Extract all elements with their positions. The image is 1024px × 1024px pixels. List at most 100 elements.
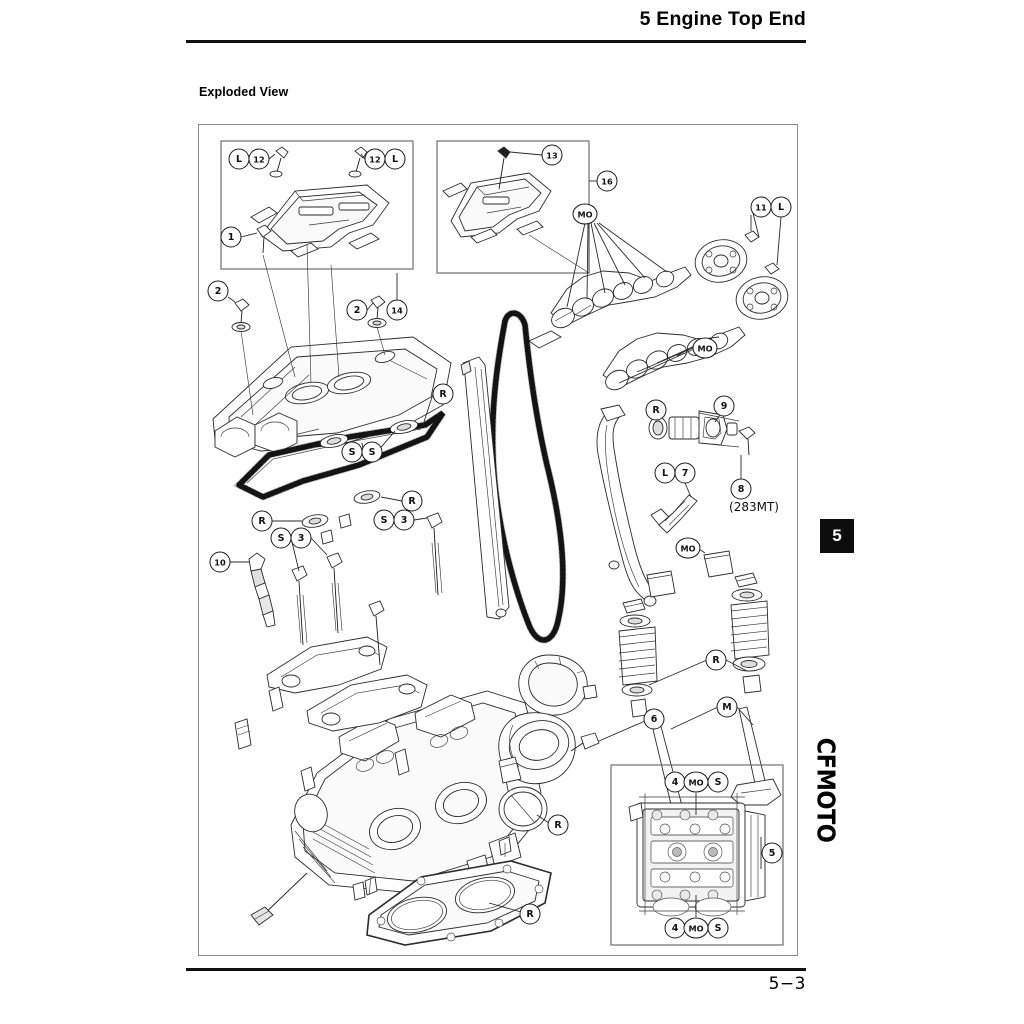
callout-label: M [722, 702, 731, 713]
figure-canvas: (283MT) L 12 12 L 1 2 2 14 13 16 11 L MO… [199, 125, 797, 955]
callout-R-c: R [251, 510, 273, 532]
tensioner-bolt-group [650, 482, 698, 534]
head-bolts-group [290, 512, 443, 666]
callout-MO-c: MO [675, 537, 701, 559]
callout-8: 8 [730, 478, 752, 500]
callout-label: R [712, 655, 720, 666]
valve-cover-gasket-group [233, 393, 446, 545]
callout-MO-bot: MO [683, 917, 709, 939]
callout-R-a: R [432, 383, 454, 405]
callout-R-e: R [705, 649, 727, 671]
callout-label: R [258, 516, 266, 527]
callout-label: 12 [253, 155, 264, 165]
callout-label: L [236, 154, 242, 165]
callout-label: MO [688, 924, 703, 934]
callout-R-g: R [519, 903, 541, 925]
callout-11: 11 [750, 196, 772, 218]
callout-label: S [381, 515, 388, 526]
callout-label: R [439, 389, 447, 400]
callout-L-2: L [384, 148, 406, 170]
detail-box-cam-chain-guide-group [436, 140, 597, 274]
callout-R-d: R [645, 399, 667, 421]
callout-S-ss1: S [341, 441, 363, 463]
page-header: 5 Engine Top End [186, 8, 806, 48]
callout-12-1: 12 [248, 148, 270, 170]
callout-label: L [392, 154, 398, 165]
callout-label: 13 [546, 151, 558, 161]
callout-label: 12 [369, 155, 380, 165]
callout-label: 6 [651, 714, 658, 725]
callout-label: MO [680, 544, 695, 554]
brand-logo: CFMOTO [806, 700, 846, 880]
callout-MO-a: MO [572, 203, 598, 225]
head-gasket-group [364, 836, 552, 946]
callout-label: R [408, 496, 416, 507]
callout-balloons: L 12 12 L 1 2 2 14 13 16 11 L MO MO R S … [207, 144, 792, 939]
callout-label: 14 [391, 306, 403, 316]
callout-5: 5 [761, 842, 783, 864]
callout-label: S [715, 777, 722, 788]
callout-10: 10 [209, 551, 231, 573]
valve-cover-group [212, 224, 452, 458]
callout-label: R [554, 820, 562, 831]
callout-9: 9 [713, 395, 735, 417]
callout-label: S [278, 533, 285, 544]
callout-label: MO [697, 344, 712, 354]
page-number: 5−3 [768, 974, 806, 994]
callout-6: 6 [643, 708, 665, 730]
chain-tensioner-guide-group [596, 404, 658, 607]
callout-label: 4 [672, 777, 679, 788]
callout-label: 10 [214, 558, 226, 568]
callout-S-ss2: S [361, 441, 383, 463]
callout-label: 3 [298, 533, 305, 544]
callout-label: MO [688, 778, 703, 788]
section-title: Exploded View [199, 85, 289, 99]
callout-label: MO [577, 210, 592, 220]
spark-plug-group [230, 552, 276, 628]
callout-2-b: 2 [346, 299, 368, 321]
callout-S-2: S [373, 509, 395, 531]
header-rule [186, 40, 806, 43]
callout-S-1: S [270, 527, 292, 549]
callout-label: 4 [672, 923, 679, 934]
callout-label: 16 [601, 177, 613, 187]
callout-4-bot: 4 [664, 917, 686, 939]
callout-12-2: 12 [364, 148, 386, 170]
cam-cap-group [266, 636, 428, 732]
callout-label: R [652, 405, 660, 416]
camshaft-assembly-group [528, 212, 789, 391]
callout-16: 16 [596, 170, 618, 192]
footer-rule [186, 968, 806, 971]
page-footer: 5−3 [186, 968, 806, 1008]
caps-group [646, 548, 734, 598]
callout-3-2: 3 [393, 509, 415, 531]
callout-label: 9 [721, 401, 728, 412]
chapter-tab: 5 [820, 519, 854, 553]
callout-label: 1 [228, 232, 235, 243]
callout-R-b: R [401, 490, 423, 512]
callout-L-1: L [228, 148, 250, 170]
callout-1: 1 [220, 226, 242, 248]
callout-L-4: L [654, 462, 676, 484]
brand-text: CFMOTO [811, 737, 841, 843]
callout-4-top: 4 [664, 771, 686, 793]
callout-S-bot: S [707, 917, 729, 939]
callout-M: M [716, 696, 738, 718]
page-title: 5 Engine Top End [639, 8, 806, 30]
callout-label: S [349, 447, 356, 458]
detail-box-head-top-view-group [610, 764, 784, 946]
callout-label: L [778, 202, 784, 213]
callout-label: 3 [401, 515, 408, 526]
chain-guide-rail-group [460, 356, 510, 620]
callout-14: 14 [386, 299, 408, 321]
callout-label: L [662, 468, 668, 479]
callout-label: 2 [354, 305, 361, 316]
callout-label: 2 [215, 286, 222, 297]
callout-S-top: S [707, 771, 729, 793]
valve-train-group [618, 572, 782, 836]
callout-label: R [526, 909, 534, 920]
callout-13: 13 [541, 144, 563, 166]
callout-2-a: 2 [207, 280, 229, 302]
callout-R-f: R [547, 814, 569, 836]
callout-label: S [369, 447, 376, 458]
